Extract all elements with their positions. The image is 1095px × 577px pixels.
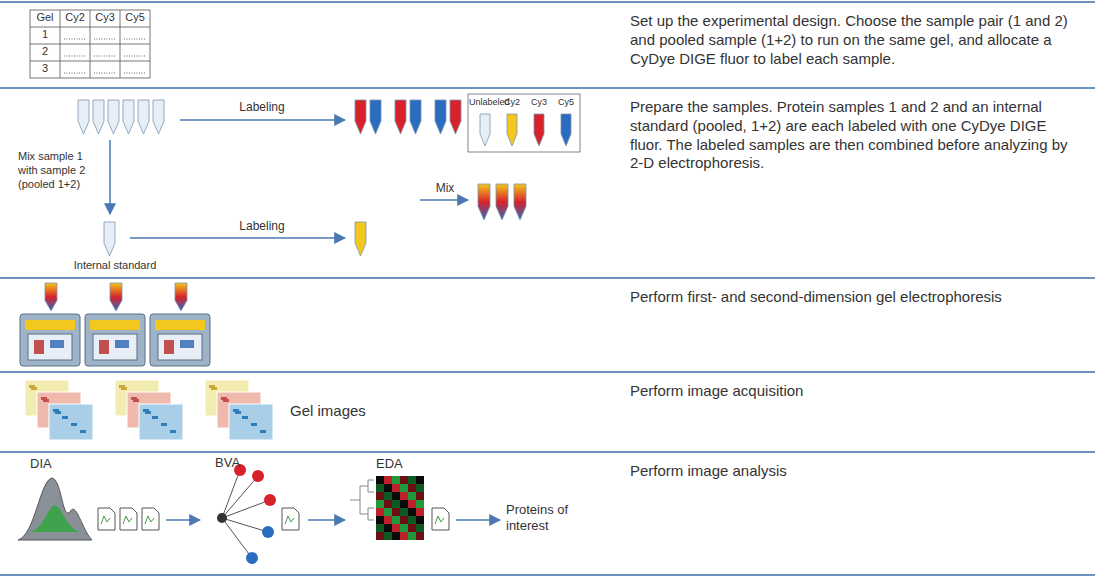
blank-entry [64,73,86,74]
legend-label: Unlabeled [469,97,501,108]
figure-label: EDA [376,456,416,472]
legend-swatch [507,114,517,146]
legend-swatch [480,114,490,146]
mixed-tube [496,184,508,220]
cy2-tube [355,222,366,256]
unlabeled-tube [78,100,89,134]
row-separator [0,574,1095,576]
table-cell: Gel [30,11,60,25]
mixed-tube [175,283,187,311]
unlabeled-tube [108,100,119,134]
row-separator [0,277,1095,279]
table-cell: Cy5 [120,11,150,25]
figure-label: Internal standard [60,259,170,273]
report-icon [120,508,137,530]
pooled-tube [104,222,115,256]
labeled-tube [410,100,421,134]
step-description: Perform image acquisition [630,382,1080,401]
gel-image [49,404,93,440]
step-description: Perform first- and second-dimension gel … [630,288,1080,307]
gel-image [139,404,183,440]
blank-entry [64,39,86,40]
blank-entry [124,73,146,74]
step-description: Perform image analysis [630,462,1080,481]
report-icon [282,508,299,530]
report-icon [98,508,115,530]
row-separator [0,1,1095,3]
step-description: Prepare the samples. Protein samples 1 a… [630,98,1080,173]
flow-arrow [130,237,345,239]
flow-arrow [420,199,468,201]
report-icon [142,508,159,530]
dia-peaks [18,478,92,540]
unlabeled-tube [138,100,149,134]
table-rule [30,61,150,62]
figure-label: BVA [215,455,255,471]
unlabeled-tube [153,100,164,134]
unlabeled-tube [93,100,104,134]
table-rule [120,10,121,78]
step-description: Set up the experimental design. Choose t… [630,12,1080,68]
blank-entry [94,56,116,57]
table-cell: Cy2 [60,11,90,25]
blank-entry [64,56,86,57]
mixed-tube [514,184,526,220]
table-cell: 3 [30,62,60,76]
report-icon [432,508,449,530]
figure-label: Labeling [222,100,302,115]
bva-network [217,464,276,564]
gel-unit [20,314,80,366]
row-separator [0,371,1095,373]
labeled-tube [370,100,381,134]
figure-label: Mix sample 1 with sample 2 (pooled 1+2) [18,150,104,191]
unlabeled-tube [123,100,134,134]
mixed-tube [478,184,490,220]
gel-unit [85,314,145,366]
mixed-tube [45,283,57,311]
flow-arrow [180,119,345,121]
labeled-tube [355,100,366,134]
row-separator [0,87,1095,89]
gel-unit [150,314,210,366]
gel-image [229,404,273,440]
figure-label: Labeling [222,219,302,234]
table-rule [30,44,150,45]
row-separator [0,451,1095,453]
figure-label: Mix [420,181,470,196]
mixed-tube [110,283,122,311]
blank-entry [124,56,146,57]
figure-label: Gel images [290,402,390,421]
legend-swatch [534,114,544,146]
flow-arrow [109,140,111,214]
flow-arrow [456,519,500,521]
figure-label: Proteins of interest [506,502,596,535]
flow-arrow [308,519,345,521]
blank-entry [94,39,116,40]
table-cell: Cy3 [90,11,120,25]
eda-heatmap [350,476,424,540]
legend-label: Cy3 [523,97,555,108]
table-cell: 1 [30,28,60,42]
blank-entry [94,73,116,74]
table-cell: 2 [30,45,60,59]
labeled-tube [450,100,461,134]
blank-entry [124,39,146,40]
legend-label: Cy2 [496,97,528,108]
legend-swatch [561,114,571,146]
labeled-tube [395,100,406,134]
figure-label: DIA [30,456,70,472]
labeled-tube [435,100,446,134]
flow-arrow [166,519,200,521]
design-table [30,10,150,78]
legend-label: Cy5 [550,97,582,108]
